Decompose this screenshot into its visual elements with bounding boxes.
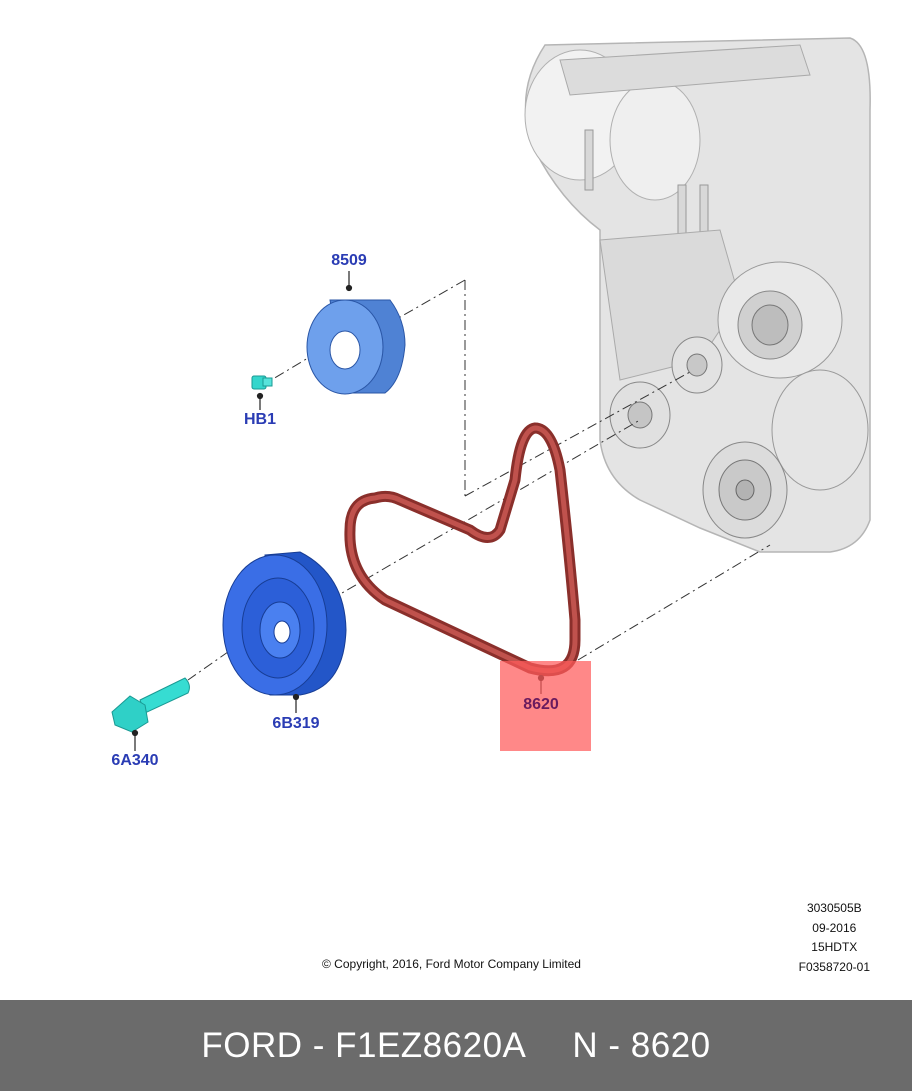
callout-8620: 8620	[523, 696, 559, 713]
diagram-ref: F0358720-01	[798, 959, 870, 974]
callout-6b319: 6B319	[272, 715, 320, 732]
pulley-8509	[306, 299, 406, 395]
engine-block	[524, 37, 871, 553]
diagram-model: 15HDTX	[811, 940, 858, 954]
footer-part-number: FORD - F1EZ8620A	[201, 1025, 527, 1065]
callout-8509: 8509	[331, 252, 367, 269]
footer-reference: N - 8620	[572, 1025, 711, 1065]
diagram-date: 09-2016	[812, 920, 857, 935]
callout-hb1: HB1	[243, 411, 277, 428]
crank-damper-6b319	[222, 551, 347, 696]
copyright-text: © Copyright, 2016, Ford Motor Company Li…	[322, 957, 581, 971]
exploded-parts-diagram	[111, 37, 871, 751]
diagram-metadata: 3030505B 09-2016 15HDTX F0358720-01	[799, 899, 870, 977]
bolt-6a340	[111, 677, 190, 733]
footer-bar: FORD - F1EZ8620A N - 8620	[0, 1000, 912, 1091]
bolt-hb1	[251, 375, 273, 390]
diagram-code: 3030505B	[806, 901, 862, 915]
drive-belt	[344, 422, 581, 677]
alignment-lines	[187, 279, 771, 681]
highlight-8620[interactable]: 8620	[500, 661, 591, 751]
callout-6a340: 6A340	[111, 752, 159, 769]
